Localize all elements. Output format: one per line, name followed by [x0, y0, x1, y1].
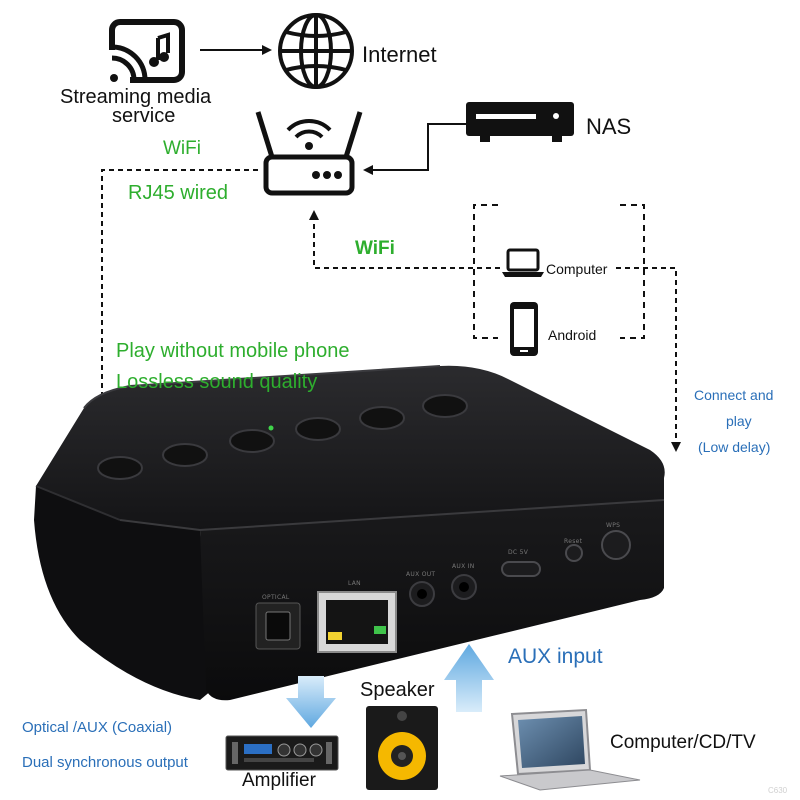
watermark: C630 [768, 786, 788, 795]
nas-label: NAS [586, 114, 632, 139]
port-label-aux-out: AUX OUT [406, 571, 436, 578]
port-label-aux-in: AUX IN [452, 563, 475, 570]
dashed-device-group [473, 204, 645, 339]
cast-icon [104, 19, 185, 84]
amplifier-label: Amplifier [242, 770, 316, 791]
wifi-label-top: WiFi [163, 138, 201, 159]
computer-cd-tv-label: Computer/CD/TV [610, 732, 756, 753]
port-label-lan: LAN [348, 580, 361, 587]
port-label-wps: WPS [606, 522, 621, 529]
speaker-label: Speaker [360, 679, 435, 701]
connect-play-line1: Connect and [694, 387, 774, 403]
dashed-connect-play [616, 267, 681, 452]
play-without-phone-label: Play without mobile phone [116, 340, 350, 362]
wifi-label-mid: WiFi [355, 238, 395, 259]
port-label-dc: DC 5V [508, 549, 529, 556]
port-label-reset: Reset [564, 538, 583, 545]
streaming-label-line1: Streaming media [60, 86, 212, 108]
laptop-large-icon [499, 708, 641, 791]
aux-in-port [451, 574, 477, 600]
connect-play-line2: play [726, 413, 752, 429]
reset-button [565, 544, 583, 562]
rj45-label: RJ45 wired [128, 182, 229, 204]
dc-port [501, 561, 541, 577]
dashed-devices-router [309, 210, 500, 269]
globe-icon [278, 13, 354, 89]
aux-out-port [409, 581, 435, 607]
wps-button [601, 530, 631, 560]
aux-input-label: AUX input [508, 645, 603, 668]
computer-label: Computer [546, 261, 608, 277]
dashed-router-device [97, 169, 258, 430]
laptop-icon [502, 248, 544, 277]
amplifier-icon [225, 735, 339, 771]
output-arrow [286, 676, 336, 728]
nas-icon [466, 102, 574, 142]
phone-icon [510, 302, 538, 356]
device-buttons [97, 394, 468, 480]
streaming-label-line2: service [112, 105, 176, 127]
arrow-nas-router [363, 123, 466, 175]
input-arrow [444, 644, 494, 712]
internet-label: Internet [362, 42, 437, 67]
optical-aux-label: Optical /AUX (Coaxial) [22, 719, 173, 736]
android-label: Android [548, 327, 597, 343]
dual-output-label: Dual synchronous output [22, 754, 188, 771]
port-label-optical: OPTICAL [262, 594, 290, 601]
connect-play-line3: (Low delay) [698, 439, 771, 455]
lossless-label: Lossless sound quality [116, 371, 318, 393]
router-icon [255, 111, 363, 196]
optical-port [255, 602, 301, 650]
lan-port [317, 591, 397, 653]
speaker-icon [366, 706, 438, 790]
